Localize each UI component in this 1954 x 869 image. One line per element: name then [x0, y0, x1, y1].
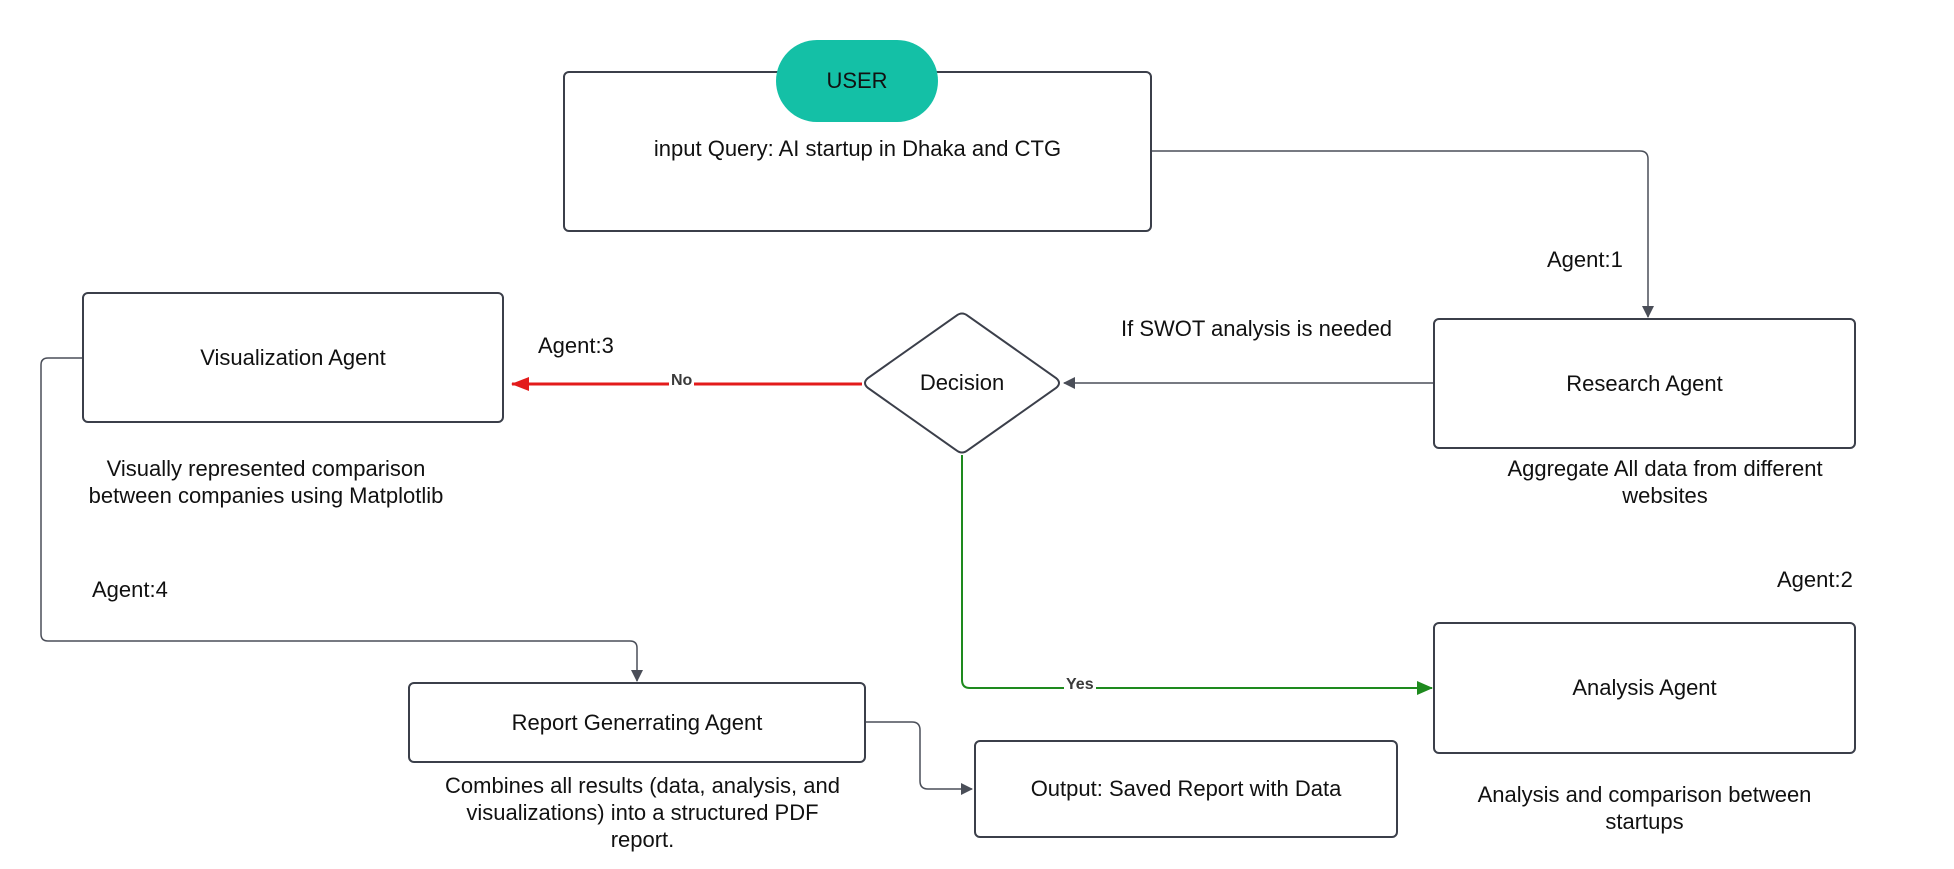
- user-query-text: input Query: AI startup in Dhaka and CTG: [653, 136, 1062, 161]
- visualization-agent-title: Visualization Agent: [200, 344, 386, 370]
- analysis-agent-box: Analysis Agent: [1433, 622, 1856, 754]
- research-agent-box: Research Agent: [1433, 318, 1856, 449]
- output-box: Output: Saved Report with Data: [974, 740, 1398, 838]
- agent-1-label: Agent:1: [1547, 247, 1623, 272]
- research-agent-desc: Aggregate All data from different websit…: [1507, 456, 1823, 508]
- decision-condition-label: If SWOT analysis is needed: [1121, 316, 1393, 341]
- agent-2-label: Agent:2: [1777, 567, 1853, 592]
- decision-diamond: [864, 312, 1060, 454]
- agent-4-label: Agent:4: [92, 577, 168, 602]
- edge-user-to-research: [1150, 150, 1654, 318]
- edge-no-label: No: [669, 372, 695, 390]
- research-agent-title: Research Agent: [1566, 370, 1723, 396]
- report-agent-desc: Combines all results (data, analysis, an…: [445, 773, 840, 852]
- agent-3-label: Agent:3: [538, 333, 614, 358]
- report-agent-title: Report Generrating Agent: [511, 709, 763, 735]
- analysis-agent-title: Analysis Agent: [1572, 675, 1717, 700]
- output-title: Output: Saved Report with Data: [1030, 776, 1342, 801]
- edge-report-to-output: [865, 721, 973, 795]
- report-agent-box: Report Generrating Agent: [408, 682, 866, 763]
- visualization-agent-box: Visualization Agent: [82, 292, 504, 423]
- user-label: USER: [826, 68, 888, 93]
- edge-decision-to-analysis: [961, 455, 1433, 695]
- user-pill: USER: [776, 40, 938, 122]
- analysis-agent-desc: Analysis and comparison between startups: [1477, 782, 1812, 834]
- decision-label: Decision: [919, 370, 1005, 395]
- visualization-agent-desc: Visually represented comparison between …: [88, 456, 444, 508]
- edge-yes-label: Yes: [1064, 676, 1096, 694]
- edge-visualization-to-report: [40, 357, 643, 682]
